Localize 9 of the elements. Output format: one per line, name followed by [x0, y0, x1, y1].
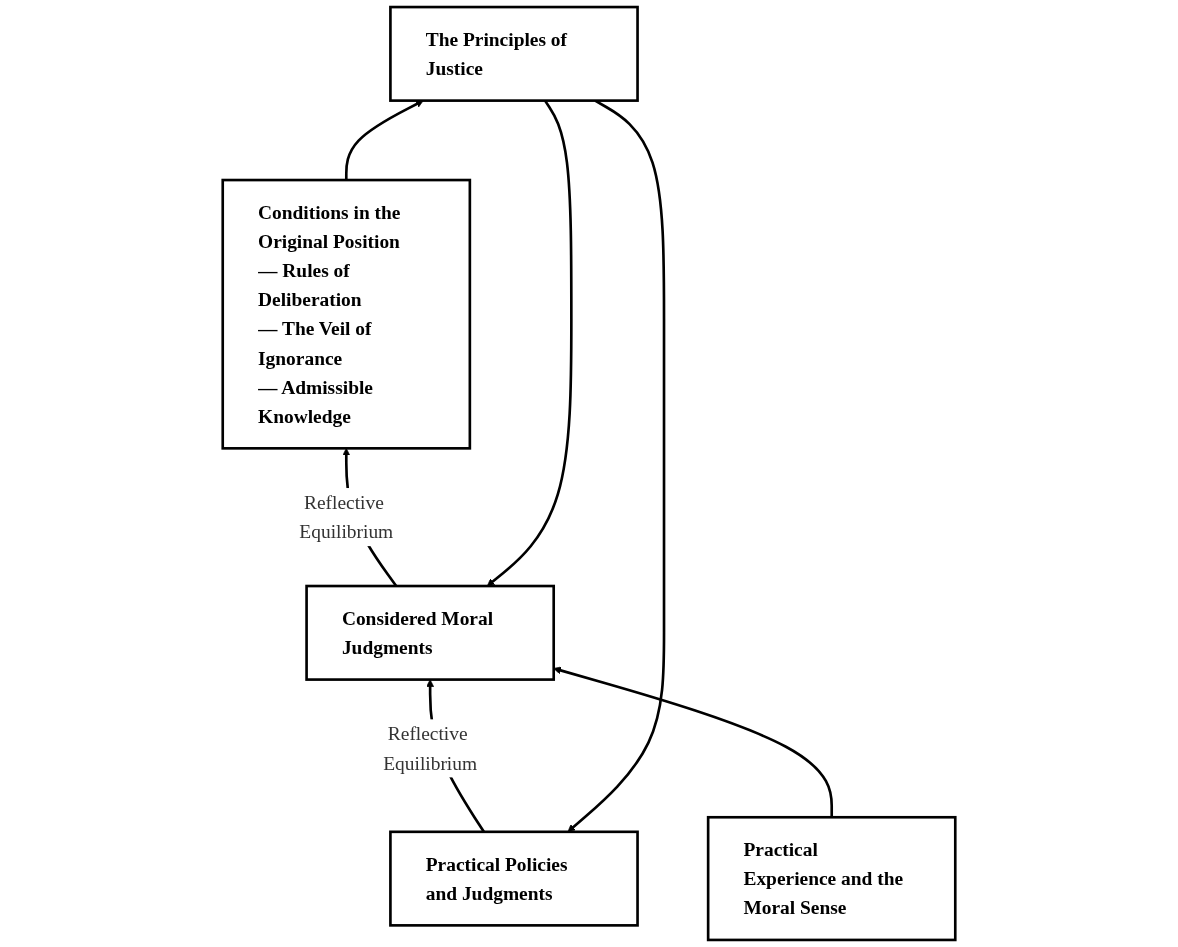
- node-box: Practical Experience and the Moral Sense: [706, 815, 957, 942]
- node-box: Conditions in the Original Position — Rules of Deliberation — The Veil of Ignorance — Admissible Knowledge: [221, 178, 472, 450]
- arrow: [344, 100, 424, 181]
- node-box: Considered Moral Judgments: [305, 584, 556, 681]
- edge-label: Reflective Equilibrium: [383, 722, 478, 775]
- edge-label: Reflective Equilibrium: [299, 491, 394, 543]
- node-box: Practical Policies and Judgments: [389, 830, 639, 927]
- arrow: [553, 666, 834, 818]
- node-box: The Principles of Justice: [389, 5, 639, 102]
